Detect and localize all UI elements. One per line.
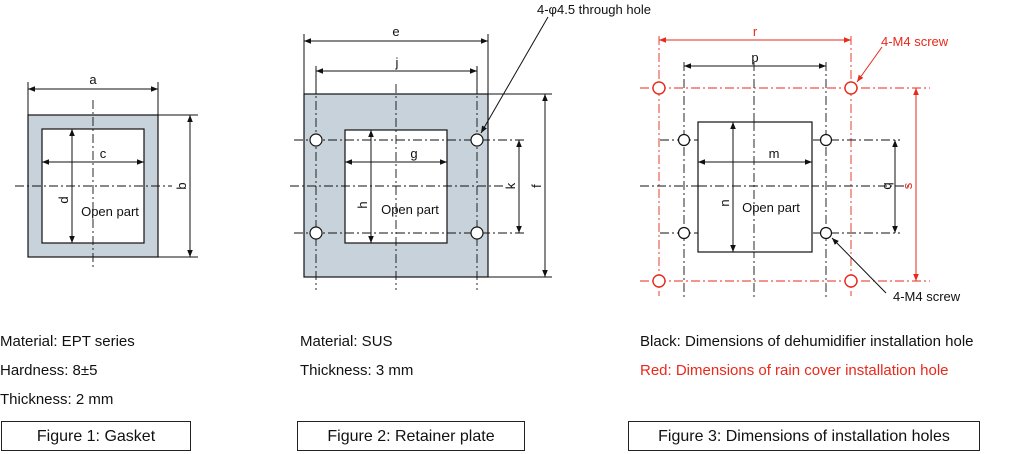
dim-j: j <box>395 55 399 70</box>
m4-hole-black-tl <box>677 133 691 147</box>
gasket-specs: Material: EPT series Hardness: 8±5 Thick… <box>0 327 135 414</box>
open-part-label-3: Open part <box>742 200 800 215</box>
installation-legend: Black: Dimensions of dehumidifier instal… <box>640 327 974 385</box>
through-hole-br <box>470 226 484 240</box>
dim-h: h <box>355 201 370 208</box>
plate-specs: Material: SUS Thickness: 3 mm <box>300 327 413 385</box>
legend-black: Black: Dimensions of dehumidifier instal… <box>640 333 974 350</box>
screw-note-black: 4-M4 screw <box>893 289 961 304</box>
figure3-installation-holes: r p m n Open part q s 4-M4 screw 4-M4 sc… <box>640 24 961 304</box>
m4-hole-red-tl <box>652 81 666 95</box>
caption-figure3: Figure 3: Dimensions of installation hol… <box>628 421 980 451</box>
through-hole-bl <box>309 226 323 240</box>
dim-k: k <box>503 182 518 189</box>
plate-material: Material: SUS <box>300 333 393 350</box>
figure1-gasket: a b c d Open part <box>15 72 198 270</box>
gasket-material: Material: EPT series <box>0 333 135 350</box>
m4-hole-red-br <box>844 274 858 288</box>
dim-p: p <box>751 50 758 65</box>
dehumidifier-outline <box>697 121 813 253</box>
m4-hole-red-bl <box>652 274 666 288</box>
dim-n: n <box>717 199 732 206</box>
dim-g: g <box>410 146 417 161</box>
dim-a: a <box>89 72 97 87</box>
m4-hole-red-tr <box>844 81 858 95</box>
through-hole-tr <box>470 133 484 147</box>
gasket-thickness: Thickness: 2 mm <box>0 391 114 408</box>
open-part-label-1: Open part <box>81 204 139 219</box>
dim-q: q <box>879 182 894 189</box>
open-part-label-2: Open part <box>381 202 439 217</box>
dim-e: e <box>392 24 399 39</box>
through-hole-tl <box>309 133 323 147</box>
dim-r: r <box>753 24 758 39</box>
plate-thickness: Thickness: 3 mm <box>300 362 414 379</box>
caption-figure2: Figure 2: Retainer plate <box>297 421 525 451</box>
dim-f: f <box>529 184 544 188</box>
dim-d: d <box>56 196 71 203</box>
caption-figure1: Figure 1: Gasket <box>1 421 191 451</box>
dim-s: s <box>900 182 915 189</box>
dim-c: c <box>100 146 107 161</box>
figure2-retainer-plate: e j g h Open part k f 4-φ4.5 through hol… <box>290 2 651 290</box>
gasket-hardness: Hardness: 8±5 <box>0 362 98 379</box>
legend-red: Red: Dimensions of rain cover installati… <box>640 362 949 379</box>
dim-m: m <box>769 146 780 161</box>
dim-b: b <box>174 182 189 189</box>
screw-note-red: 4-M4 screw <box>881 34 949 49</box>
through-hole-note: 4-φ4.5 through hole <box>537 2 651 17</box>
m4-hole-black-br <box>819 226 833 240</box>
m4-hole-black-bl <box>677 226 691 240</box>
m4-hole-black-tr <box>819 133 833 147</box>
